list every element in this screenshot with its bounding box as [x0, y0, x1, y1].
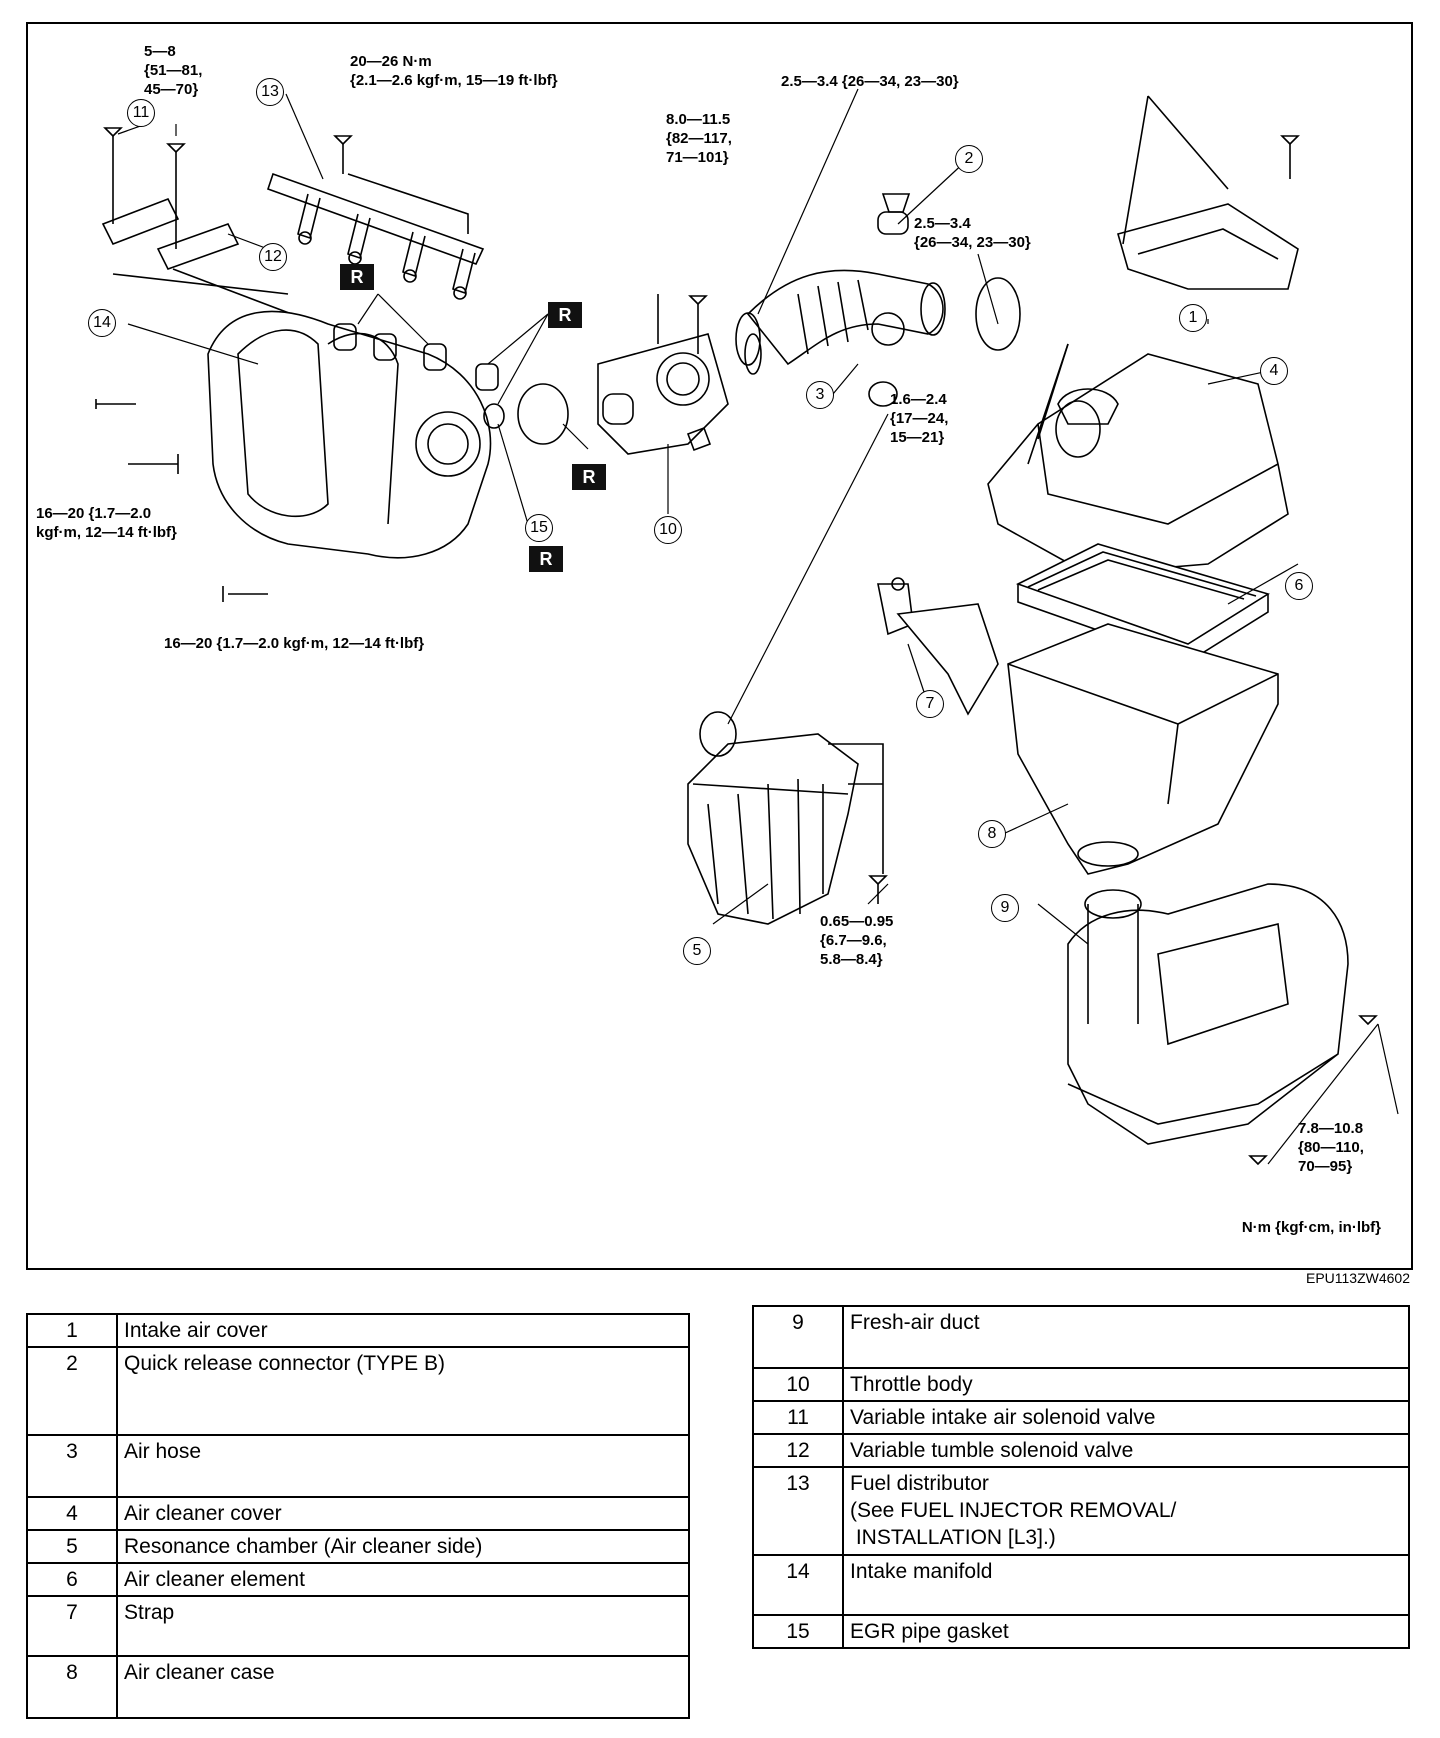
part-number: 10	[752, 1367, 844, 1402]
replace-mark: R	[572, 464, 606, 490]
gaskets-drawing	[333, 323, 569, 445]
torque-label-resonance-chamber: 0.65—0.95 {6.7—9.6, 5.8—8.4}	[820, 913, 894, 968]
callout-4: 4	[1260, 357, 1288, 385]
replace-mark: R	[529, 546, 563, 572]
torque-label-hose-clamp: 2.5—3.4 {26—34, 23—30}	[914, 215, 1031, 251]
part-name: Air cleaner element	[116, 1562, 690, 1597]
torque-label-intake-manifold-1: 16—20 {1.7—2.0 kgf·m, 12—14 ft·lbf}	[36, 505, 177, 541]
air-cleaner-element-drawing	[1015, 543, 1270, 663]
callout-11: 11	[127, 99, 155, 127]
callout-6: 6	[1285, 572, 1313, 600]
air-cleaner-cover-drawing	[987, 343, 1289, 575]
torque-label-fuel-distributor: 20—26 N·m {2.1—2.6 kgf·m, 15—19 ft·lbf}	[350, 53, 558, 89]
resonance-chamber-drawing	[687, 711, 888, 925]
torque-label-air-hose: 2.5—3.4 {26—34, 23—30}	[781, 73, 959, 90]
torque-label-air-hose-clamp: 1.6—2.4 {17—24, 15—21}	[890, 391, 949, 446]
part-number: 12	[752, 1433, 844, 1468]
callout-3: 3	[806, 381, 834, 409]
part-number: 15	[752, 1614, 844, 1649]
torque-units-note: N·m {kgf·cm, in·lbf}	[1241, 1219, 1381, 1236]
part-number: 8	[26, 1655, 118, 1719]
callout-7: 7	[916, 690, 944, 718]
part-name: Fresh-air duct	[842, 1305, 1410, 1369]
part-name: Strap	[116, 1595, 690, 1657]
callout-12: 12	[259, 243, 287, 271]
part-name: Air cleaner case	[116, 1655, 690, 1719]
intake-manifold-drawing	[95, 310, 492, 602]
torque-label-throttle-body: 8.0—11.5 {82—117, 71—101}	[666, 111, 732, 166]
air-hose-drawing	[735, 193, 946, 366]
part-name: Fuel distributor (See FUEL INJECTOR REMO…	[842, 1466, 1410, 1556]
part-number: 14	[752, 1554, 844, 1616]
part-name: Air hose	[116, 1434, 690, 1498]
part-number: 3	[26, 1434, 118, 1498]
part-name: Intake manifold	[842, 1554, 1410, 1616]
solenoid-valves-drawing	[101, 127, 319, 325]
torque-label-fresh-air-duct: 7.8—10.8 {80—110, 70—95}	[1298, 1120, 1364, 1175]
part-name: Intake air cover	[116, 1313, 690, 1348]
strap-drawing	[877, 577, 999, 716]
part-number: 4	[26, 1496, 118, 1531]
part-name: Air cleaner cover	[116, 1496, 690, 1531]
callout-13: 13	[256, 78, 284, 106]
callout-10: 10	[654, 516, 682, 544]
callout-14: 14	[88, 309, 116, 337]
callout-1: 1	[1179, 304, 1207, 332]
diagram-drawing	[95, 88, 1399, 1166]
part-number: 7	[26, 1595, 118, 1657]
part-number: 6	[26, 1562, 118, 1597]
hose-clamps-drawing	[744, 277, 1021, 407]
part-number: 2	[26, 1346, 118, 1436]
fuel-distributor-drawing	[266, 135, 485, 300]
part-number: 9	[752, 1305, 844, 1369]
exploded-view-diagram: 5—8 {51—81, 45—70} 20—26 N·m {2.1—2.6 kg…	[26, 22, 1413, 1270]
callout-2: 2	[955, 145, 983, 173]
part-name: Throttle body	[842, 1367, 1410, 1402]
replace-mark: R	[548, 302, 582, 328]
callout-8: 8	[978, 820, 1006, 848]
callout-15: 15	[525, 514, 553, 542]
torque-label-solenoid-valves: 5—8 {51—81, 45—70}	[144, 43, 203, 98]
air-cleaner-case-drawing	[1007, 623, 1279, 875]
throttle-body-drawing	[597, 294, 729, 455]
part-name: Variable intake air solenoid valve	[842, 1400, 1410, 1435]
replace-mark: R	[340, 264, 374, 290]
intake-air-cover-drawing	[1117, 95, 1300, 290]
fresh-air-duct-drawing	[1067, 883, 1378, 1166]
part-number: 11	[752, 1400, 844, 1435]
part-number: 1	[26, 1313, 118, 1348]
part-name: Quick release connector (TYPE B)	[116, 1346, 690, 1436]
part-number: 13	[752, 1466, 844, 1556]
part-name: Resonance chamber (Air cleaner side)	[116, 1529, 690, 1564]
figure-code: EPU113ZW4602	[1305, 1270, 1410, 1286]
torque-label-intake-manifold-2: 16—20 {1.7—2.0 kgf·m, 12—14 ft·lbf}	[164, 635, 425, 652]
part-name: EGR pipe gasket	[842, 1614, 1410, 1649]
callout-9: 9	[991, 894, 1019, 922]
callout-5: 5	[683, 937, 711, 965]
part-number: 5	[26, 1529, 118, 1564]
part-name: Variable tumble solenoid valve	[842, 1433, 1410, 1468]
